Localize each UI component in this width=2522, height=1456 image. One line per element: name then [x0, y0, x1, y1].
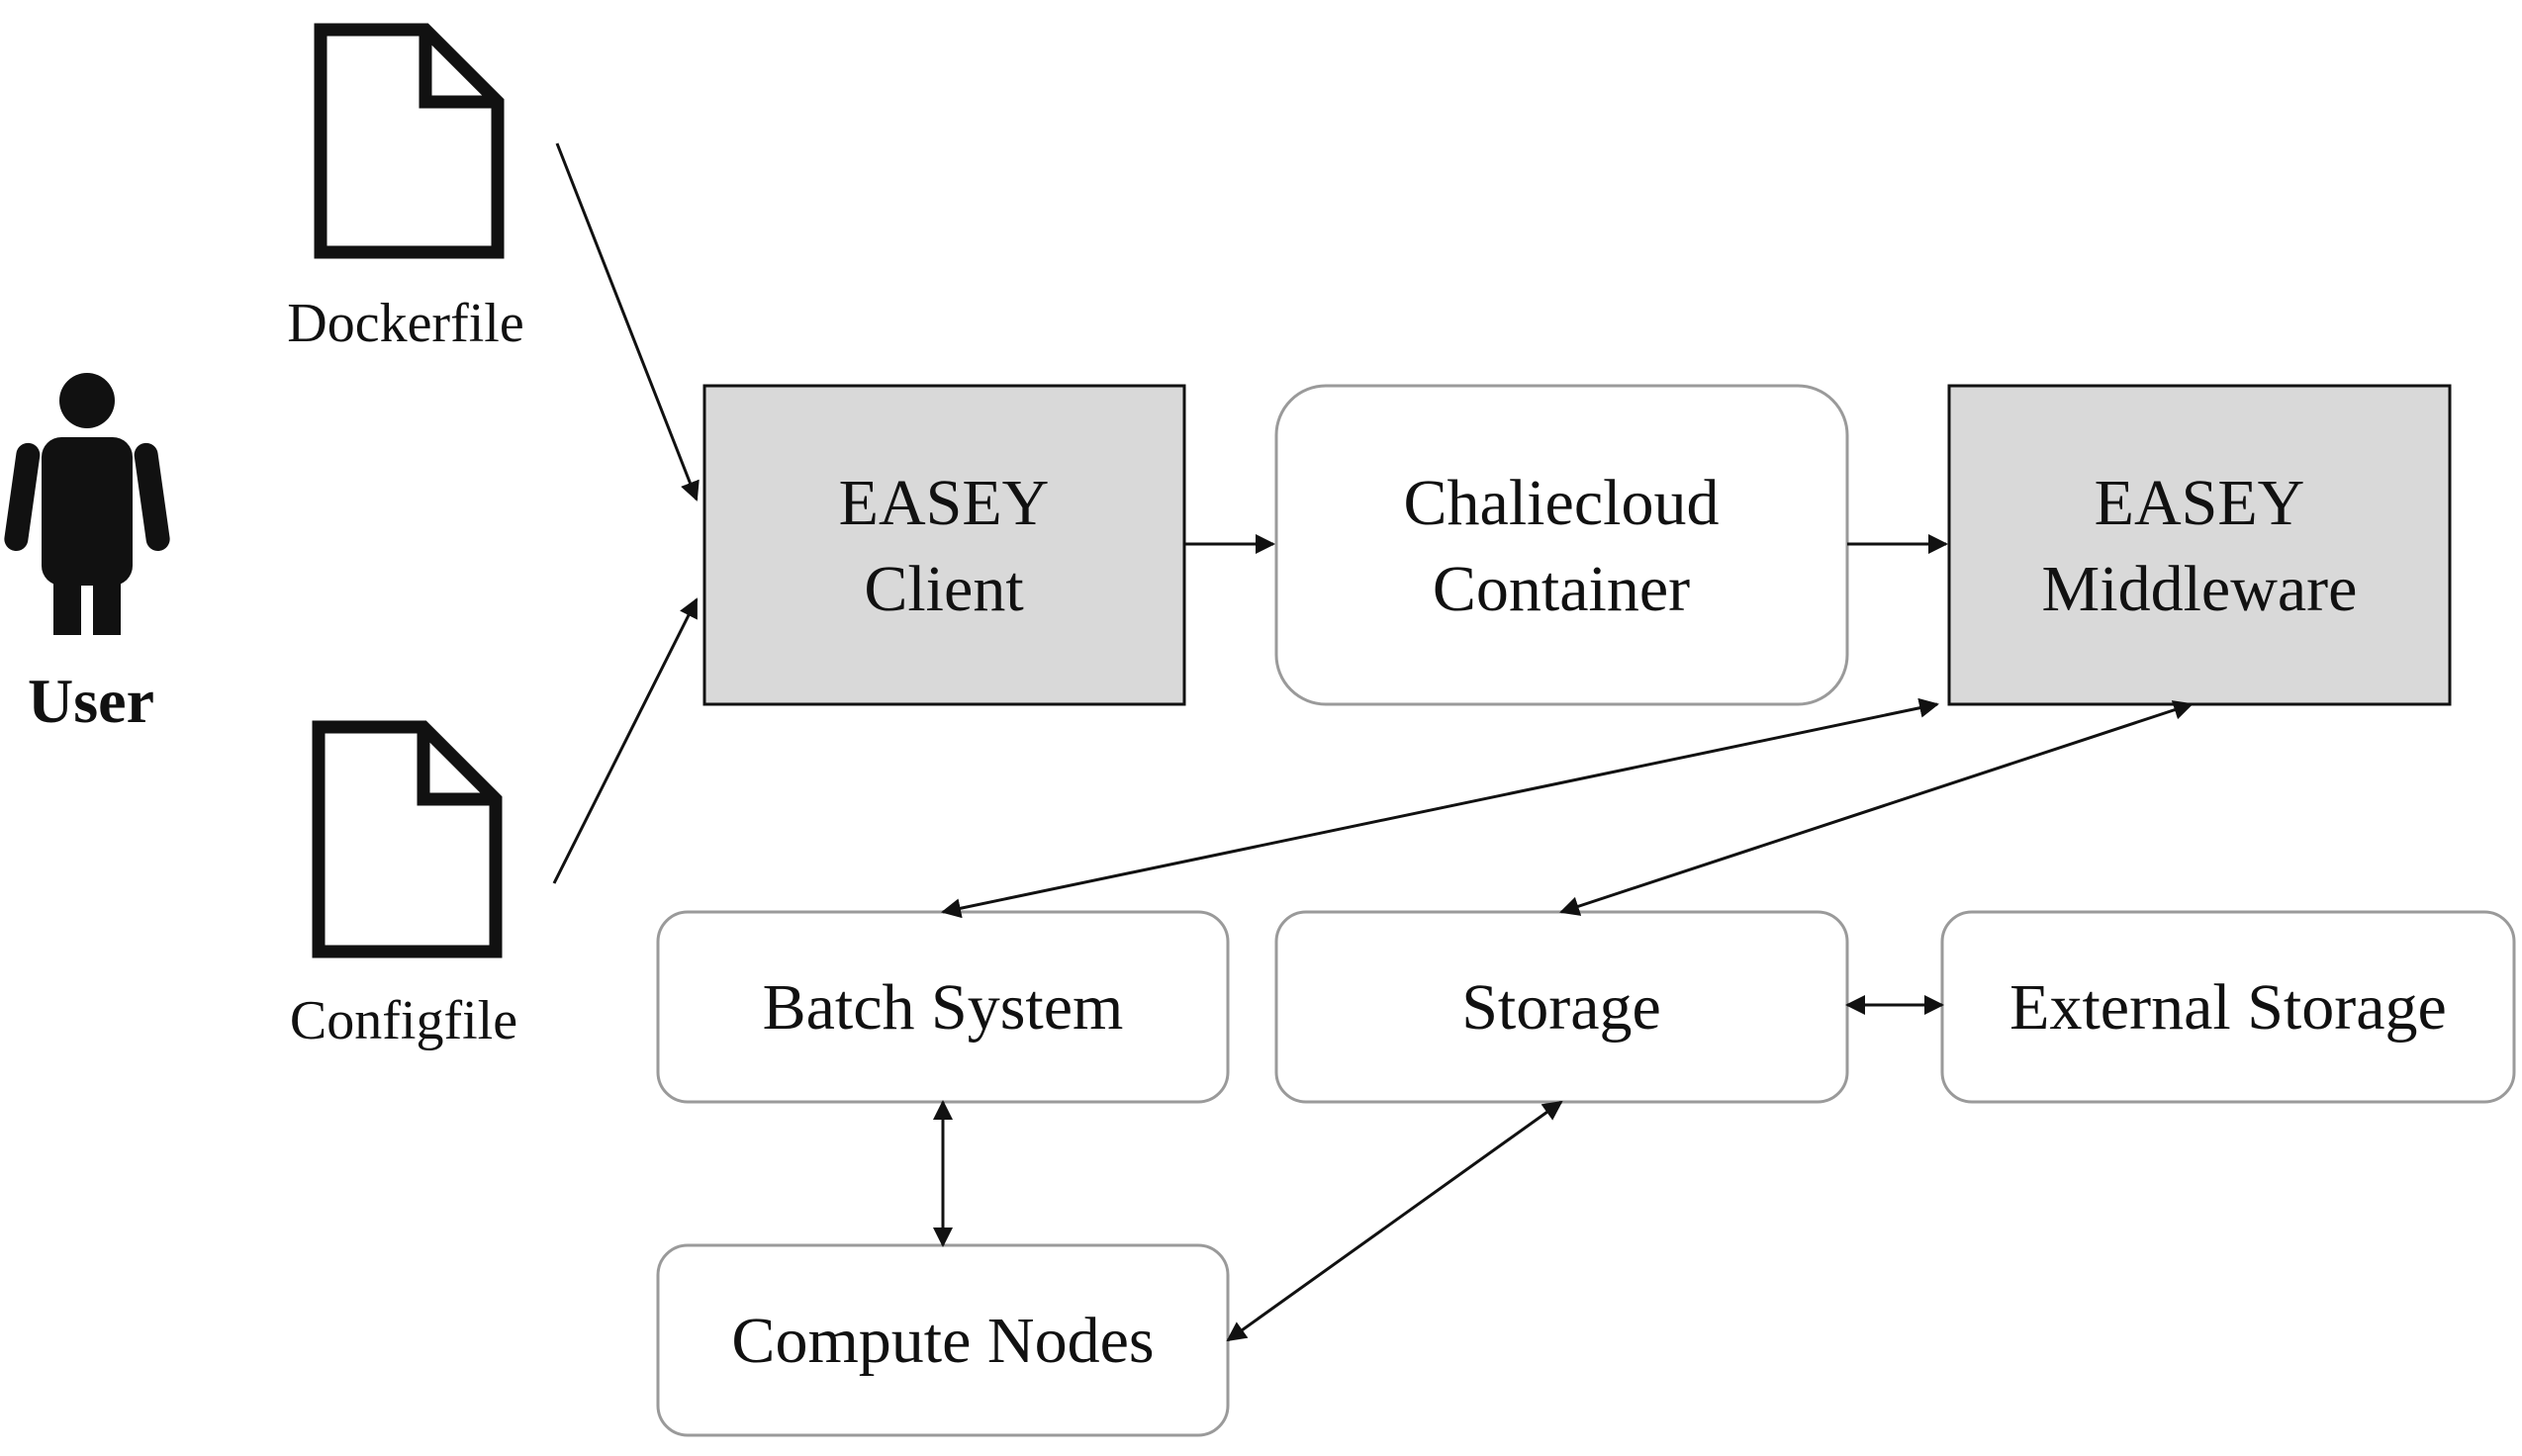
document-icon	[312, 720, 503, 958]
easey-client-label-line2: Client	[864, 553, 1023, 625]
external-storage-label: External Storage	[2009, 971, 2447, 1044]
batch-system-box: Batch System	[656, 910, 1230, 1104]
arrow-middleware-batch-system	[941, 697, 1939, 919]
configfile-label: Configfile	[290, 990, 517, 1051]
storage-label: Storage	[1461, 971, 1661, 1044]
user-actor: User	[4, 373, 170, 736]
dockerfile-label: Dockerfile	[287, 293, 523, 354]
storage-box: Storage	[1274, 910, 1849, 1104]
easey-client-label-line1: EASEY	[839, 467, 1050, 539]
arrow-dockerfile-to-client	[555, 142, 700, 501]
dockerfile-file: Dockerfile	[287, 23, 524, 354]
external-storage-box: External Storage	[1940, 910, 2516, 1104]
charliecloud-label-line2: Container	[1433, 553, 1690, 625]
compute-nodes-box: Compute Nodes	[656, 1243, 1230, 1437]
arrow-middleware-storage	[1559, 700, 2194, 916]
compute-nodes-label: Compute Nodes	[731, 1305, 1154, 1377]
easey-middleware-label-line1: EASEY	[2095, 467, 2305, 539]
easey-client-box: EASEY Client	[702, 384, 1186, 706]
user-label: User	[28, 666, 154, 736]
charliecloud-container-box: Chaliecloud Container	[1274, 384, 1849, 706]
charliecloud-label-line1: Chaliecloud	[1404, 467, 1720, 539]
arrow-storage-compute-nodes	[1226, 1100, 1563, 1342]
easey-middleware-label-line2: Middleware	[2042, 553, 2358, 625]
easey-middleware-box: EASEY Middleware	[1947, 384, 2452, 706]
person-icon	[4, 373, 170, 635]
arrow-configfile-to-client	[552, 597, 699, 884]
configfile-file: Configfile	[290, 720, 517, 1051]
document-icon	[314, 23, 505, 259]
batch-system-label: Batch System	[763, 971, 1124, 1044]
